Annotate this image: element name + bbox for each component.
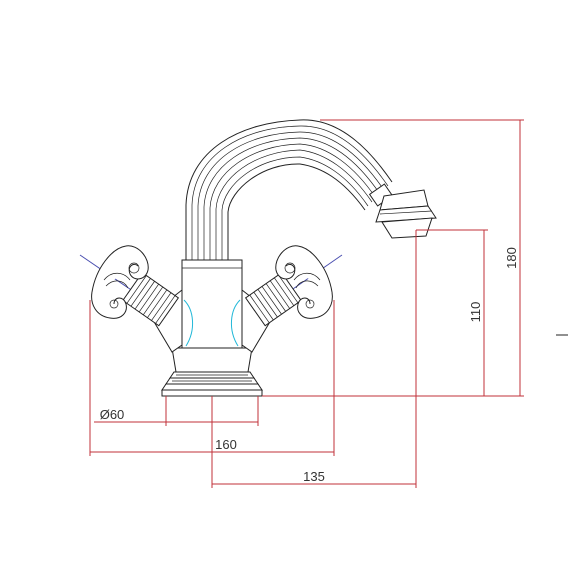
spout <box>185 119 437 262</box>
dimension-135-label: 135 <box>303 469 325 484</box>
valve-body <box>161 259 263 397</box>
right-handle <box>231 245 333 353</box>
dimension-180-label: 180 <box>504 247 519 269</box>
dimension-lines <box>89 119 524 488</box>
dimension-160-label: 160 <box>215 437 237 452</box>
left-handle <box>91 245 193 353</box>
dimension-diameter-60-label: Ø60 <box>100 407 125 422</box>
dimension-110-label: 110 <box>468 302 483 323</box>
